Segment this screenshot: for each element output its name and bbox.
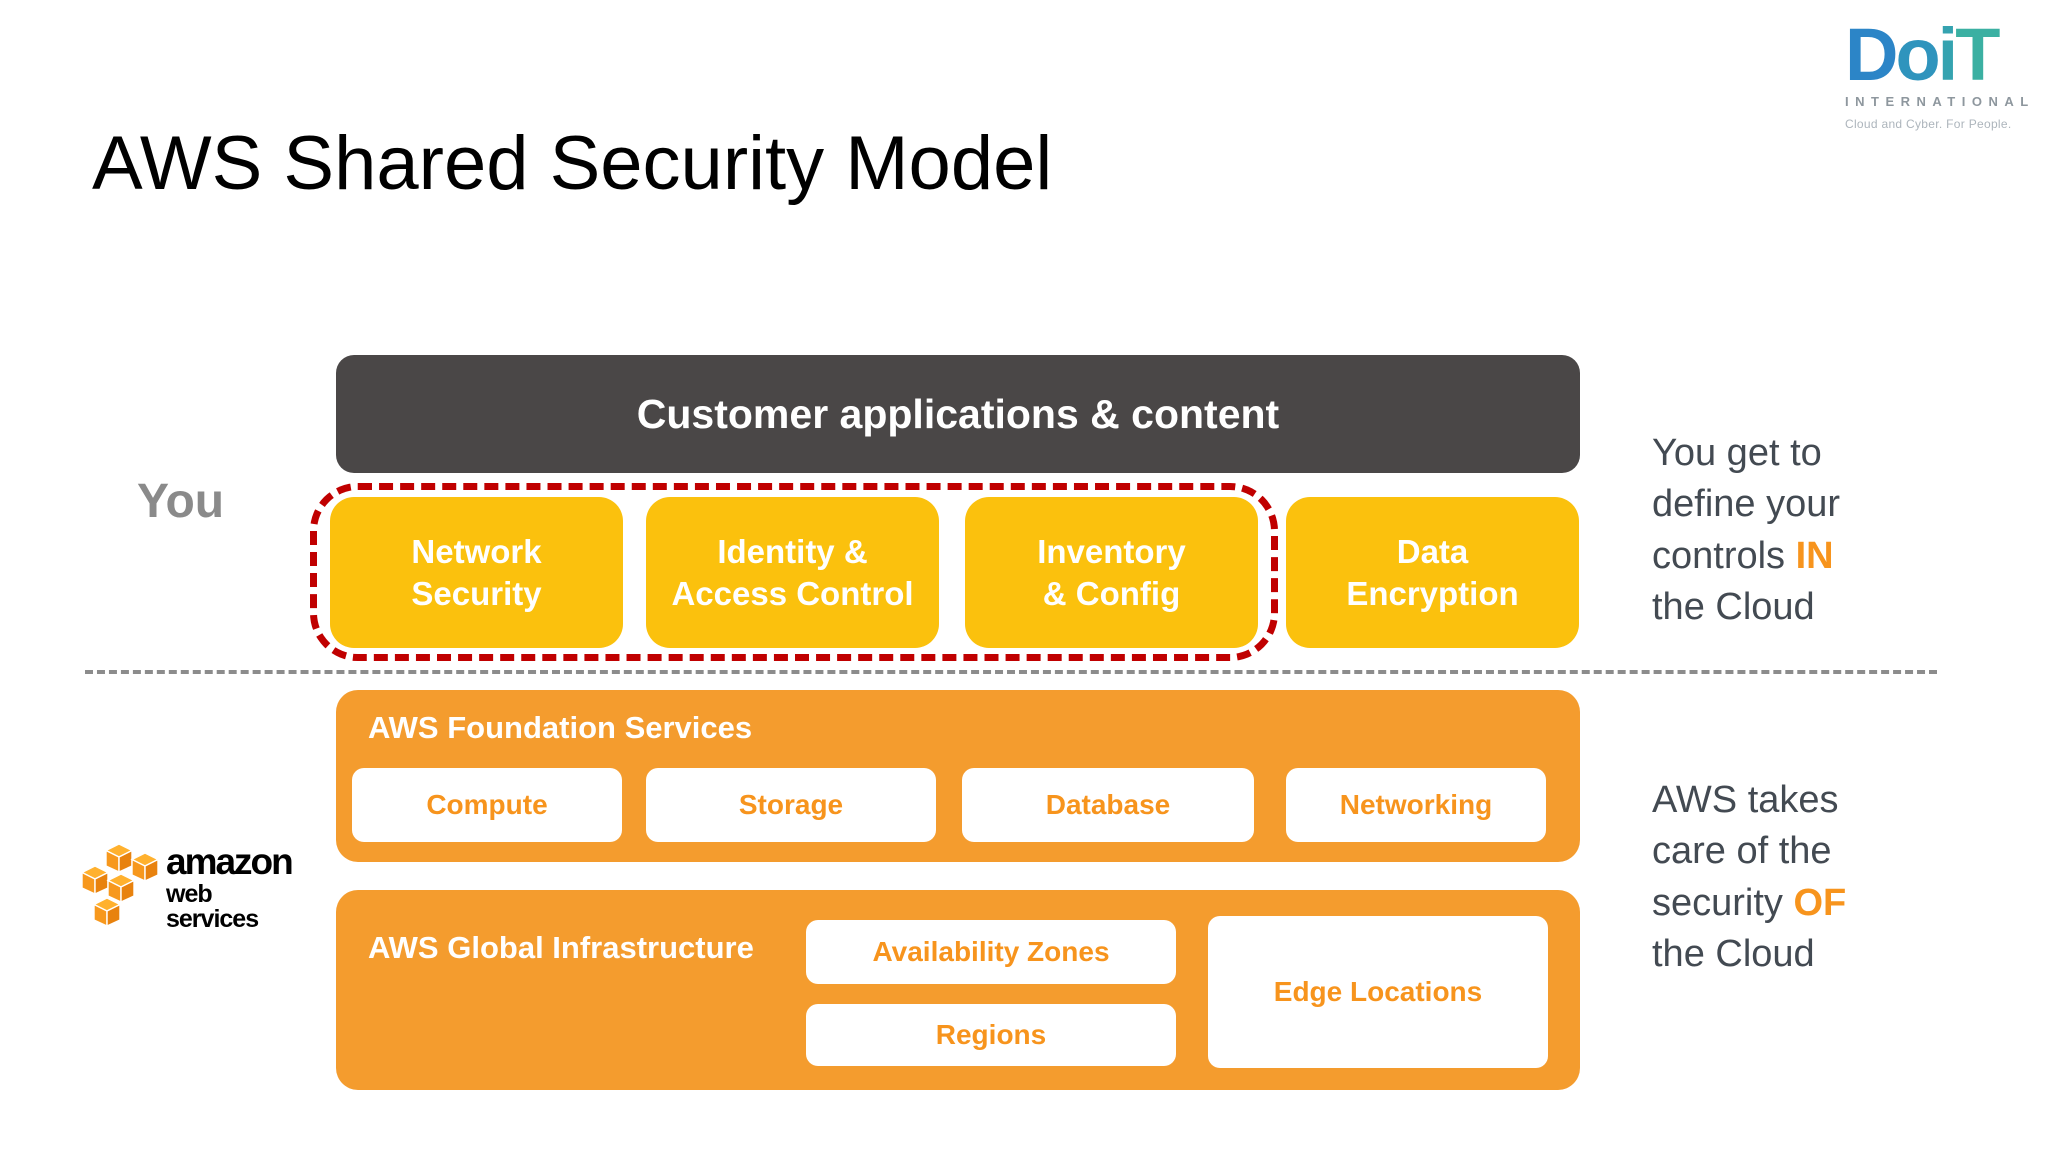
highlight-of: OF — [1793, 881, 1847, 924]
customer-applications-bar: Customer applications & content — [336, 355, 1580, 473]
doit-tagline: Cloud and Cyber. For People. — [1845, 117, 2012, 132]
box-inventory-config: Inventory & Config — [965, 497, 1258, 648]
you-label: You — [137, 475, 225, 528]
foundation-services-title: AWS Foundation Services — [368, 710, 753, 745]
box-availability-zones: Availability Zones — [806, 920, 1176, 984]
box-networking: Networking — [1286, 768, 1546, 842]
aws-cubes-icon — [82, 844, 160, 928]
doit-logo: DoiT INTERNATIONAL Cloud and Cyber. For … — [1845, 13, 2035, 132]
box-regions: Regions — [806, 1004, 1176, 1066]
customer-applications-label: Customer applications & content — [636, 390, 1280, 437]
caption-of-the-cloud: AWS takes care of the security OF the Cl… — [1652, 779, 1847, 975]
customer-controls-outline — [310, 483, 1278, 661]
box-compute: Compute — [352, 768, 622, 842]
highlight-in: IN — [1795, 534, 1834, 577]
caption-in-the-cloud: You get to define your controls IN the C… — [1652, 432, 1841, 628]
aws-logo-text: amazon web services — [166, 840, 294, 933]
foundation-services-container: AWS Foundation Services Compute Storage … — [336, 690, 1580, 862]
box-data-encryption: Data Encryption — [1286, 497, 1579, 648]
doit-wordmark: DoiT — [1845, 13, 2000, 96]
doit-subtitle: INTERNATIONAL — [1845, 94, 2035, 110]
box-edge-locations: Edge Locations — [1208, 916, 1548, 1068]
aws-logo: amazon web services — [82, 840, 294, 933]
box-database: Database — [962, 768, 1254, 842]
box-storage: Storage — [646, 768, 936, 842]
global-infrastructure-container: AWS Global Infrastructure Availability Z… — [336, 890, 1580, 1090]
box-network-security: Network Security — [330, 497, 623, 648]
box-identity-access-control: Identity & Access Control — [646, 497, 939, 648]
page-title: AWS Shared Security Model — [92, 121, 1053, 206]
global-infrastructure-title: AWS Global Infrastructure — [368, 930, 754, 965]
responsibility-divider-line — [85, 670, 1937, 674]
